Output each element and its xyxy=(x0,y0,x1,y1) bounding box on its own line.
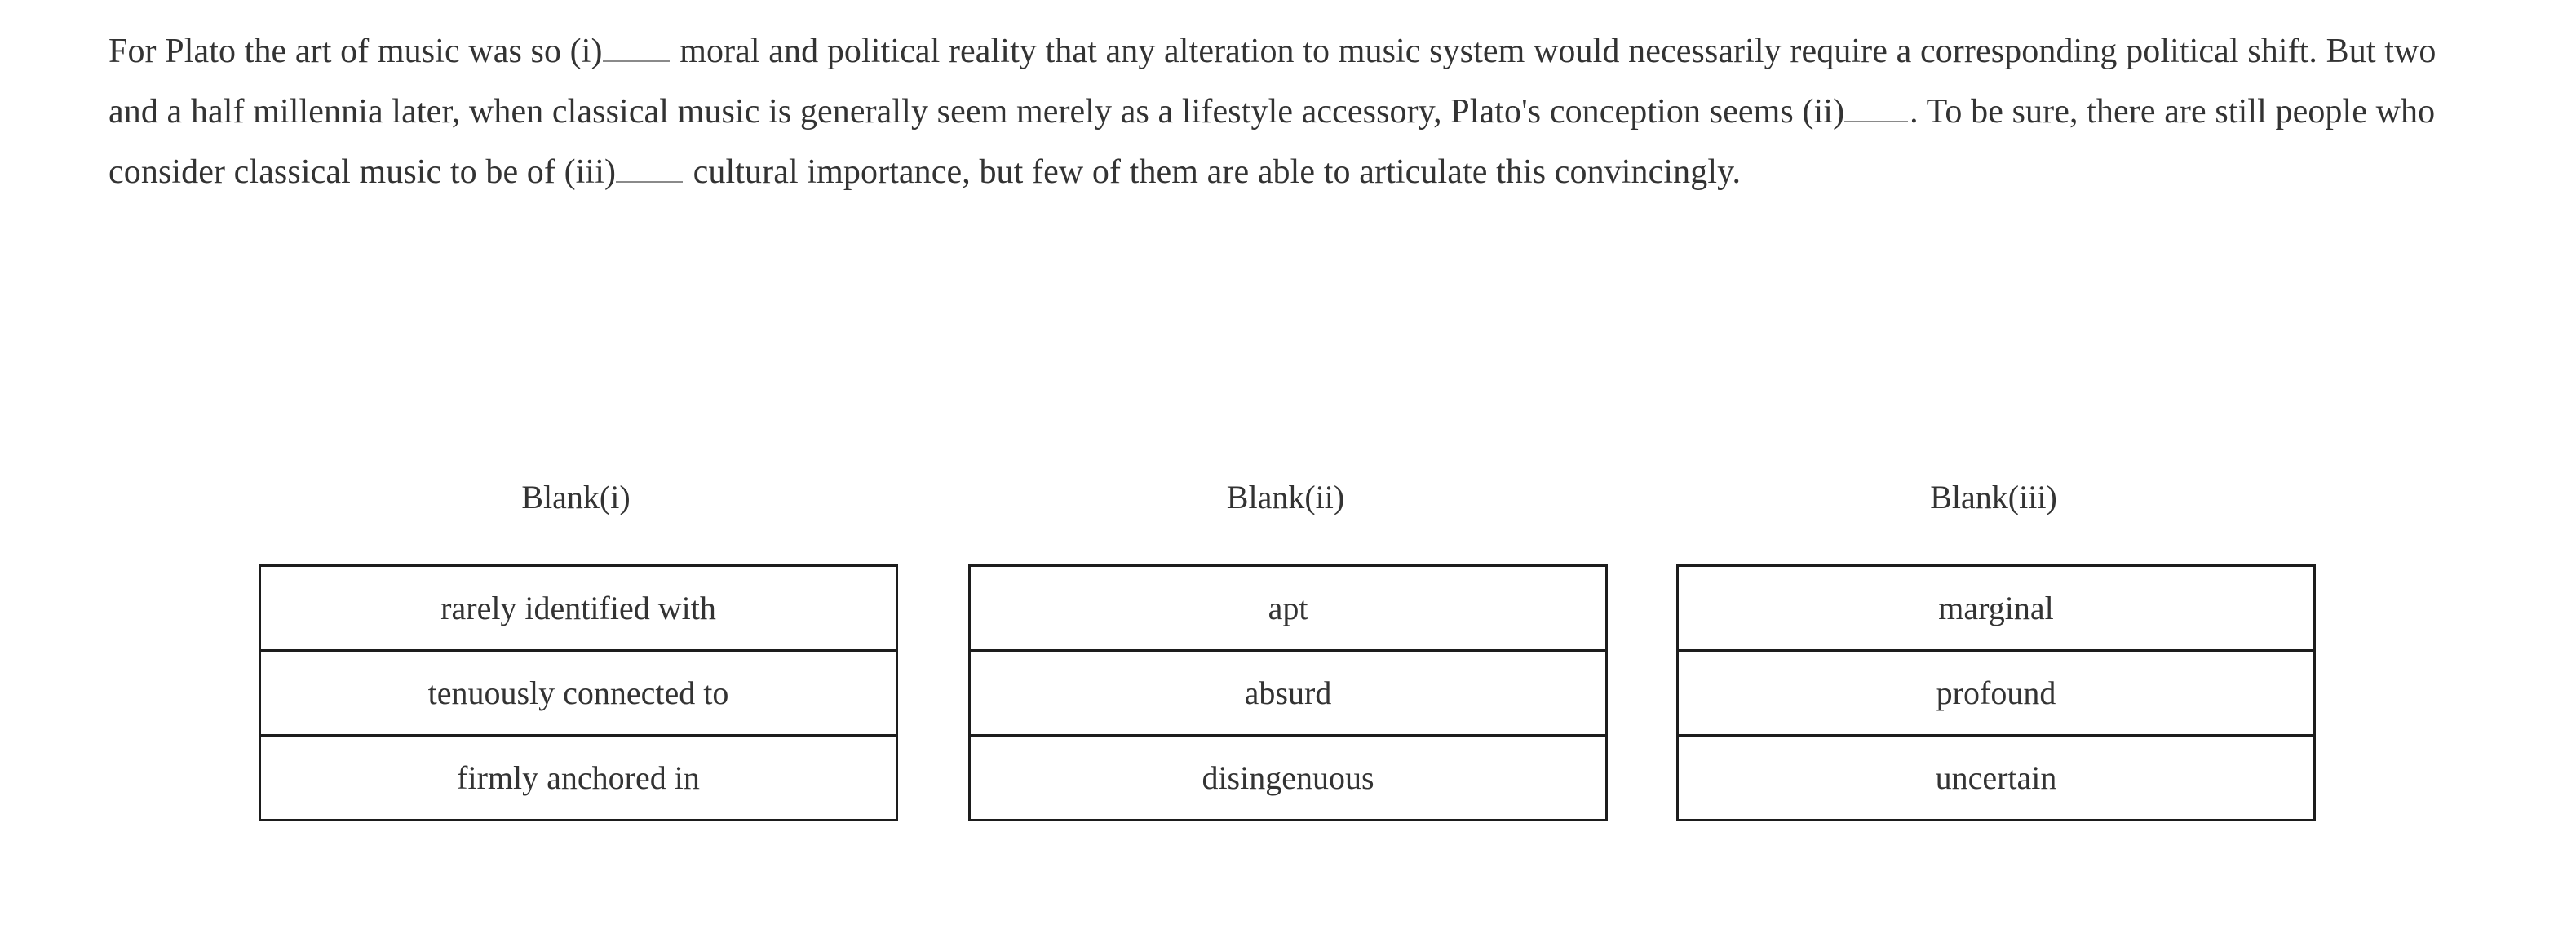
blank-heading-iii: Blank(iii) xyxy=(1930,479,2057,515)
passage-text: For Plato the art of music was so (i) mo… xyxy=(108,21,2441,202)
option-row[interactable]: firmly anchored in xyxy=(261,737,896,819)
blank-group-iii: Blank(iii) marginal profound uncertain xyxy=(1676,478,2316,821)
option-label: rarely identified with xyxy=(440,589,716,626)
option-label: uncertain xyxy=(1935,759,2057,796)
passage-part-d: cultural importance, but few of them are… xyxy=(684,153,1742,191)
blank-heading-i: Blank(i) xyxy=(521,479,631,515)
passage-part-b: moral and political reality that any alt… xyxy=(108,33,2437,131)
blank-heading-ii: Blank(ii) xyxy=(1226,479,1345,515)
blank-marker-i: (i) xyxy=(569,33,603,70)
option-table-ii: apt absurd disingenuous xyxy=(968,564,1608,821)
option-row[interactable]: absurd xyxy=(971,652,1605,737)
option-table-i: rarely identified with tenuously connect… xyxy=(259,564,898,821)
option-label: profound xyxy=(1936,674,2056,711)
option-row[interactable]: disingenuous xyxy=(971,737,1605,819)
blank-underline-i xyxy=(602,29,670,62)
blank-group-i: Blank(i) rarely identified with tenuousl… xyxy=(259,478,898,821)
blank-marker-ii: (ii) xyxy=(1802,93,1845,131)
option-row[interactable]: tenuously connected to xyxy=(261,652,896,737)
option-row[interactable]: profound xyxy=(1679,652,2313,737)
passage-part-a: For Plato the art of music was so xyxy=(108,33,570,70)
option-label: apt xyxy=(1268,589,1308,626)
option-row[interactable]: uncertain xyxy=(1679,737,2313,819)
blank-marker-iii: (iii) xyxy=(564,153,617,191)
option-row[interactable]: rarely identified with xyxy=(261,567,896,652)
blank-underline-iii xyxy=(616,150,684,183)
option-row[interactable]: marginal xyxy=(1679,567,2313,652)
option-row[interactable]: apt xyxy=(971,567,1605,652)
option-label: marginal xyxy=(1938,589,2054,626)
option-table-iii: marginal profound uncertain xyxy=(1676,564,2316,821)
option-label: tenuously connected to xyxy=(427,674,729,711)
blank-group-ii: Blank(ii) apt absurd disingenuous xyxy=(968,478,1608,821)
option-label: firmly anchored in xyxy=(457,759,700,796)
blank-underline-ii xyxy=(1844,90,1909,122)
passage-part-c: . To be sure, there are still people who… xyxy=(108,93,2436,191)
option-label: absurd xyxy=(1244,674,1332,711)
option-label: disingenuous xyxy=(1202,759,1374,796)
